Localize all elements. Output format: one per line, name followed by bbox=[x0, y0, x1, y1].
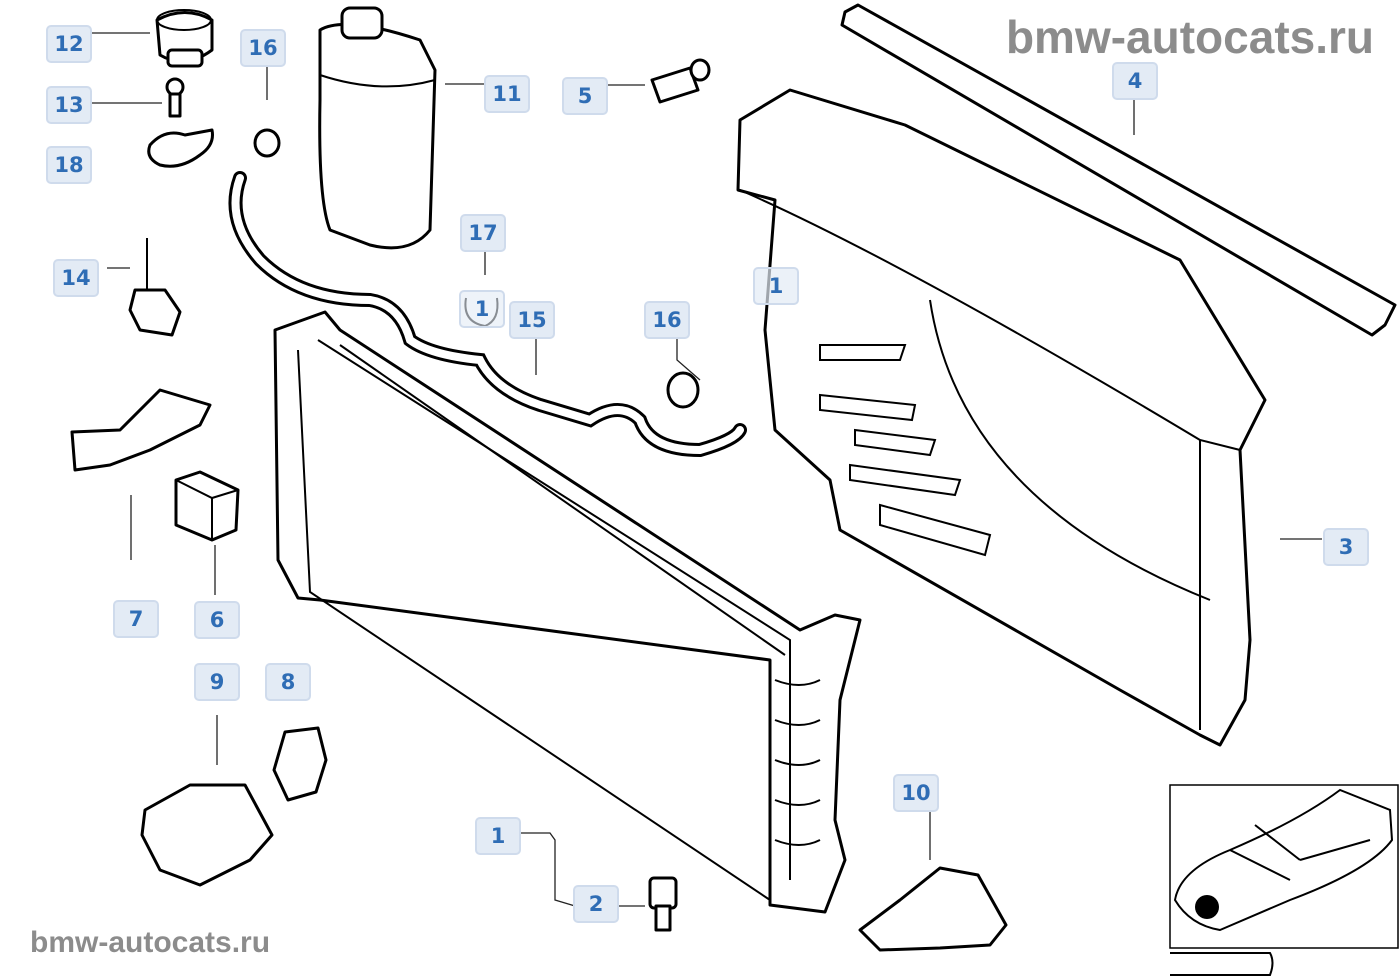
bracket-part-18 bbox=[147, 128, 214, 168]
callout-10[interactable]: 10 bbox=[893, 774, 939, 812]
callout-13[interactable]: 13 bbox=[46, 86, 92, 124]
callout-17[interactable]: 17 bbox=[460, 214, 506, 252]
callout-11[interactable]: 11 bbox=[484, 75, 530, 113]
callout-16[interactable]: 16 bbox=[644, 301, 690, 339]
seal-strip-part-4 bbox=[840, 3, 1397, 337]
callout-7[interactable]: 7 bbox=[113, 600, 159, 638]
switch-part-2 bbox=[648, 876, 678, 932]
sensor-part-14 bbox=[128, 238, 182, 337]
rivet-part-5 bbox=[650, 58, 711, 104]
bracket-part-9 bbox=[140, 783, 274, 887]
callout-15[interactable]: 15 bbox=[509, 301, 555, 339]
callout-6[interactable]: 6 bbox=[194, 601, 240, 639]
mount-part-8 bbox=[272, 726, 328, 802]
callout-2[interactable]: 2 bbox=[573, 885, 619, 923]
callout-1[interactable]: 1 bbox=[459, 290, 505, 328]
mount-part-6 bbox=[174, 470, 240, 542]
radiator-part-1 bbox=[273, 310, 862, 914]
callout-14[interactable]: 14 bbox=[53, 259, 99, 297]
clamp-part-16b bbox=[666, 371, 700, 409]
clamp-part-16 bbox=[253, 128, 281, 158]
car-location-thumbnail bbox=[1169, 784, 1399, 976]
cap-part-12 bbox=[155, 9, 214, 68]
callout-1[interactable]: 1 bbox=[475, 817, 521, 855]
leader-lines bbox=[90, 32, 1322, 907]
callout-3[interactable]: 3 bbox=[1323, 528, 1369, 566]
callout-9[interactable]: 9 bbox=[194, 663, 240, 701]
callout-8[interactable]: 8 bbox=[265, 663, 311, 701]
callout-4[interactable]: 4 bbox=[1112, 62, 1158, 100]
watermark: bmw-autocats.ru bbox=[1005, 11, 1374, 63]
fan-shroud-part-3 bbox=[736, 88, 1267, 747]
callout-18[interactable]: 18 bbox=[46, 146, 92, 184]
callout-12[interactable]: 12 bbox=[46, 25, 92, 63]
bracket-part-10 bbox=[858, 866, 1008, 952]
callout-5[interactable]: 5 bbox=[562, 77, 608, 115]
watermark-bottom: bmw-autocats.ru bbox=[30, 926, 271, 959]
screw-part-13 bbox=[165, 77, 185, 118]
callout-16[interactable]: 16 bbox=[240, 29, 286, 67]
callout-1[interactable]: 1 bbox=[753, 267, 799, 305]
expansion-tank-part-11 bbox=[318, 6, 437, 250]
bracket-part-7 bbox=[70, 388, 212, 472]
